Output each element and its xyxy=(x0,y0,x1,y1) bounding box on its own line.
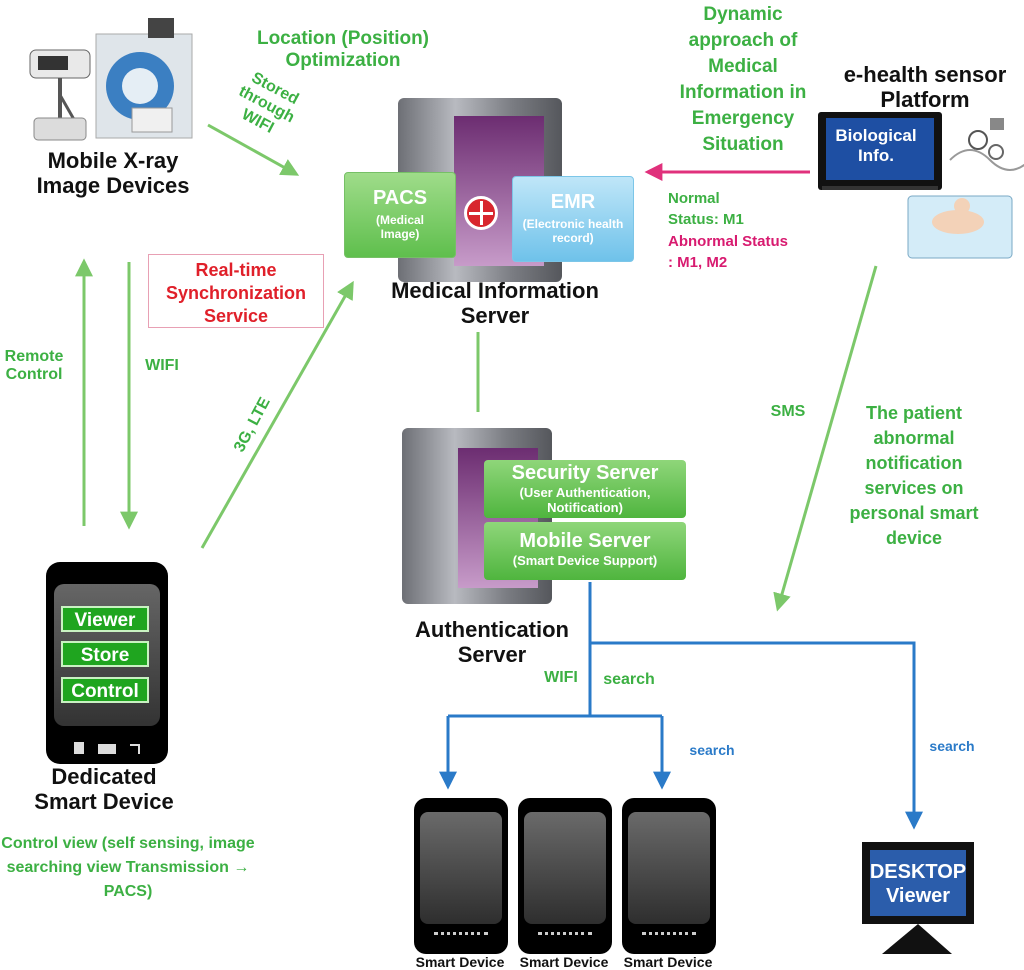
ehealth-sensor-icon xyxy=(818,112,1024,259)
emr-subtitle: (Electronic health record) xyxy=(522,217,624,245)
smart-device-1 xyxy=(414,798,508,954)
xray-label: Mobile X-ray Image Devices xyxy=(18,148,208,199)
store-button[interactable]: Store xyxy=(61,641,149,667)
search-top-label: search xyxy=(603,671,655,688)
control-view-note: Control view (self sensing, image search… xyxy=(1,835,255,900)
control-button[interactable]: Control xyxy=(61,677,149,703)
medical-cross-icon xyxy=(464,196,498,230)
phone-home-icon xyxy=(98,744,116,754)
ehealth-label-line1: e-health sensor xyxy=(843,62,1007,87)
dynamic-approach-note: Dynamic approach of Medical Information … xyxy=(679,4,807,155)
security-server-title: Security Server xyxy=(511,462,659,484)
wifi-left-label: WIFI xyxy=(145,357,179,374)
desktop-line2: Viewer xyxy=(885,885,951,907)
smart-device-3 xyxy=(622,798,716,954)
smart-device-2 xyxy=(518,798,612,954)
xray-device-icon xyxy=(29,18,193,141)
pacs-subtitle: (Medical Image) xyxy=(375,213,424,241)
smart-device-label-3: Smart Device xyxy=(623,954,713,970)
smart-device-label-1: Smart Device xyxy=(415,954,505,970)
mobile-server-subtitle: (Smart Device Support) xyxy=(512,553,658,568)
pacs-title: PACS xyxy=(372,187,428,209)
medical-server-label-line2: Server xyxy=(460,303,530,329)
ehealth-label: e-health sensor Platform xyxy=(830,62,1020,113)
security-server-subtitle: (User Authentication, Notification) xyxy=(519,485,651,515)
dedicated-label-line1: Dedicated xyxy=(51,764,157,789)
auth-server-label: Authentication Server xyxy=(392,617,592,668)
location-optimization-note: Location (Position) Optimization xyxy=(256,28,430,71)
desktop-viewer-label: DESKTOP Viewer xyxy=(868,860,968,908)
viewer-button[interactable]: Viewer xyxy=(61,606,149,632)
emr-title: EMR xyxy=(550,191,596,213)
dedicated-phone: Viewer Store Control xyxy=(46,562,168,764)
auth-server-label-line1: Authentication xyxy=(415,617,569,642)
remote-control-label: Remote Control xyxy=(4,348,64,384)
search-phone-label: search xyxy=(689,742,735,758)
auth-server-label-line2: Server xyxy=(457,642,527,668)
patient-notification-note: The patient abnormal notification servic… xyxy=(849,403,979,548)
emr-box: EMR (Electronic health record) xyxy=(512,176,634,262)
arrow-sms xyxy=(773,265,878,612)
desktop-monitor-icon xyxy=(862,842,974,954)
sms-label: SMS xyxy=(770,403,806,420)
phone-back-icon xyxy=(130,744,140,754)
arrow-xray-to-server xyxy=(207,123,300,176)
xray-label-line2: Image Devices xyxy=(36,173,190,199)
biological-info-screen: Biological Info. xyxy=(835,126,917,165)
smart-device-label-2: Smart Device xyxy=(519,954,609,970)
desktop-line1: DESKTOP xyxy=(869,861,967,883)
arrow-lte xyxy=(200,280,354,549)
realtime-sync-box: Real-time Synchronization Service xyxy=(148,254,324,328)
medical-server-label-line1: Medical Information xyxy=(391,278,599,303)
xray-label-line1: Mobile X-ray xyxy=(47,148,179,173)
dedicated-label-line2: Smart Device xyxy=(34,789,174,815)
medical-server-label: Medical Information Server xyxy=(370,278,620,329)
mobile-server-box: Mobile Server (Smart Device Support) xyxy=(484,522,686,580)
search-desktop-label: search xyxy=(929,738,975,754)
dedicated-label: Dedicated Smart Device xyxy=(14,764,194,815)
ehealth-label-line2: Platform xyxy=(880,87,970,113)
line-auth-to-desktop xyxy=(588,582,923,830)
mobile-server-title: Mobile Server xyxy=(519,530,651,552)
abnormal-status: Abnormal Status : M1, M2 xyxy=(668,233,789,271)
security-server-box: Security Server (User Authentication, No… xyxy=(484,460,686,518)
wifi-bottom-label: WIFI xyxy=(544,669,578,686)
pacs-box: PACS (Medical Image) xyxy=(344,172,456,258)
normal-status: Normal Status: M1 xyxy=(668,190,744,228)
phone-menu-icon xyxy=(74,742,84,754)
